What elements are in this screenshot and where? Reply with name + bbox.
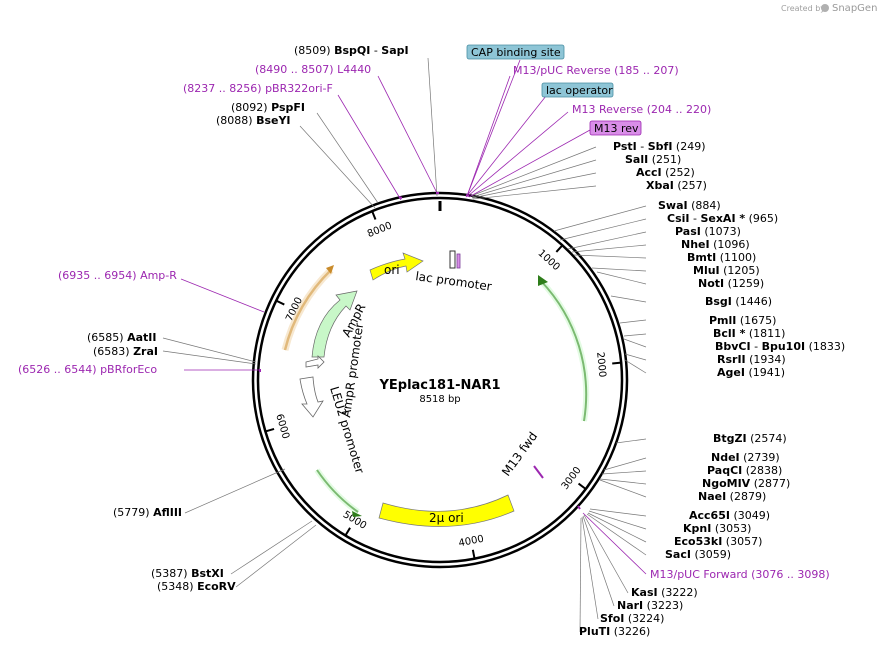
m13-rev-mark [456, 253, 461, 269]
ampr-promoter-arrow [305, 355, 325, 369]
tick-mark-8000 [371, 210, 377, 220]
orange-arc-arrowhead [326, 265, 334, 274]
svg-text:CAP binding site: CAP binding site [471, 46, 561, 59]
primer-label: (8237 .. 8256) pBR322ori-F [183, 82, 333, 95]
credit-prefix: Created by [781, 4, 825, 13]
lower-arc-arrowhead [352, 511, 362, 517]
site-label: (5387) BstXI [151, 567, 224, 580]
cap-binding-site-box: CAP binding site [466, 44, 565, 60]
site-label: NaeI (2879) [698, 490, 766, 503]
site-label: PmlI (1675) [709, 314, 776, 327]
site-label: NarI (3223) [617, 599, 683, 612]
two-micron-ori-arrow [378, 494, 515, 527]
lac-promoter-label: lac promoter [415, 269, 493, 294]
lower-green-arc-glow [314, 468, 360, 515]
site-label: BclI * (1811) [713, 327, 785, 340]
site-label: PluTI (3226) [579, 625, 650, 638]
ampr-arrow [311, 290, 358, 358]
tick-mark-1000 [555, 244, 564, 253]
primer-label: (8490 .. 8507) L4440 [255, 63, 371, 76]
site-label: SalI (251) [625, 153, 681, 166]
site-label: PasI (1073) [675, 225, 741, 238]
site-label: CsiI - SexAI * (965) [667, 212, 778, 225]
site-label: NdeI (2739) [711, 451, 780, 464]
plasmid-size: 8518 bp [419, 394, 460, 405]
tick-label-3000: 3000 [560, 465, 584, 492]
lac-promoter-mark [449, 250, 456, 269]
left-orange-arc-glow [281, 267, 334, 351]
tick-label-6000: 6000 [273, 413, 291, 441]
site-label: MluI (1205) [693, 264, 760, 277]
site-label: Acc65I (3049) [689, 509, 770, 522]
svg-text:lac operator: lac operator [546, 84, 613, 97]
site-label: NgoMIV (2877) [702, 477, 790, 490]
leader-lines [162, 57, 647, 633]
site-label: XbaI (257) [646, 179, 707, 192]
site-label: (8092) PspFI [231, 101, 305, 114]
right-green-arc-glow [538, 278, 590, 422]
primer-label: (6935 .. 6954) Amp-R [58, 269, 177, 282]
ori-arrow [369, 252, 424, 281]
credit-brand: SnapGene [832, 3, 878, 14]
tick-mark-7000 [275, 299, 285, 306]
lac-operator-box: lac operator [541, 82, 614, 98]
site-label: BtgZI (2574) [713, 432, 787, 445]
tick-mark-3000 [577, 482, 587, 490]
m13-rev-box: M13 rev [589, 120, 642, 136]
primer-leader-lines [180, 59, 647, 575]
backbone-inner-ring [256, 196, 624, 564]
plasmid-name: YEplac181-NAR1 [378, 378, 500, 393]
tick-mark-6000 [265, 427, 275, 433]
site-label: (8088) BseYI [216, 114, 291, 127]
tick-mark-4000 [471, 549, 476, 559]
tick-mark-5000 [344, 527, 351, 537]
site-label: (6585) AatII [87, 331, 156, 344]
leu2-promoter-arrow [299, 376, 324, 418]
site-label: Eco53kI (3057) [674, 535, 762, 548]
right-arc-arrowhead [538, 275, 548, 286]
backbone-outer-ring [251, 191, 629, 569]
site-label: SacI (3059) [665, 548, 731, 561]
site-label: AgeI (1941) [717, 366, 785, 379]
site-label: BmtI (1100) [687, 251, 756, 264]
snapgene-logo-icon [821, 4, 829, 12]
site-label: BbvCI - Bpu10I (1833) [715, 340, 845, 353]
primer-label: M13 Reverse (204 .. 220) [572, 103, 711, 116]
ori-label: ori [384, 263, 400, 277]
site-label: (6583) ZraI [93, 345, 158, 358]
site-label: (5779) AflIII [113, 506, 182, 519]
site-label: NotI (1259) [698, 277, 764, 290]
site-label: PaqCI (2838) [707, 464, 782, 477]
primer-label: M13/pUC Forward (3076 .. 3098) [650, 568, 830, 581]
m13-fwd-mark [533, 465, 544, 479]
site-label: SwaI (884) [658, 199, 721, 212]
two-micron-ori-label: 2μ ori [429, 511, 464, 525]
site-label: SfoI (3224) [600, 612, 664, 625]
primer-label: M13/pUC Reverse (185 .. 207) [513, 64, 679, 77]
tick-label-2000: 2000 [594, 351, 607, 377]
m13-fwd-label: M13 fwd [499, 429, 540, 478]
site-labels: PstI - SbfI (249)SalI (251)AccI (252)Xba… [18, 44, 845, 638]
site-label: (5348) EcoRV [157, 580, 236, 593]
site-label: RsrII (1934) [717, 353, 786, 366]
primer-label: (6526 .. 6544) pBRforEco [18, 363, 157, 376]
site-label: (8509) BspQI - SapI [294, 44, 409, 57]
site-label: NheI (1096) [681, 238, 750, 251]
tick-mark-2000 [612, 361, 622, 365]
site-label: KasI (3222) [631, 586, 698, 599]
tick-label-4000: 4000 [458, 534, 485, 550]
site-label: KpnI (3053) [683, 522, 751, 535]
primer-marks [259, 192, 581, 510]
site-label: PstI - SbfI (249) [613, 140, 706, 153]
svg-text:M13 rev: M13 rev [594, 122, 639, 135]
tick-label-8000: 8000 [366, 220, 394, 240]
site-label: BsgI (1446) [705, 295, 772, 308]
site-label: AccI (252) [636, 166, 695, 179]
